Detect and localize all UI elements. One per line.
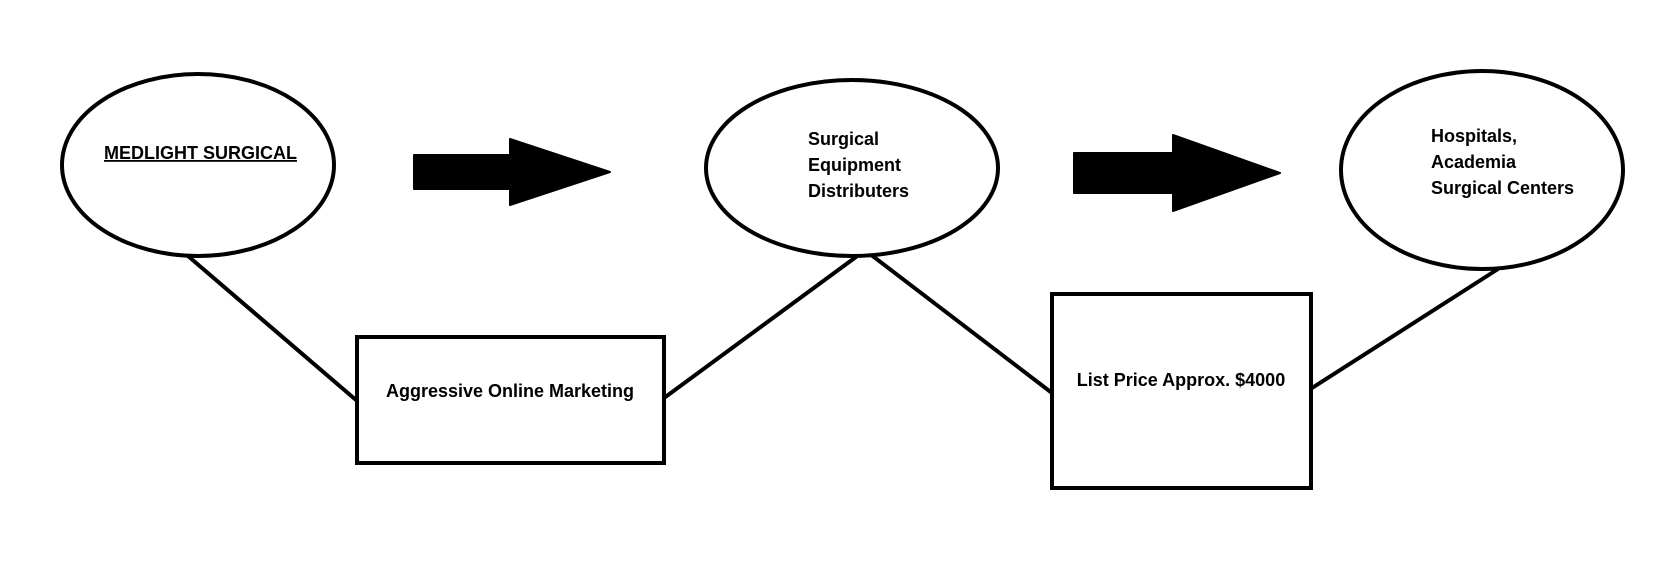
node-distributors: Surgical Equipment Distributers xyxy=(704,78,1000,258)
connector-price-to-customers xyxy=(1310,267,1500,390)
connector-marketing-to-distributors xyxy=(662,252,862,400)
connector-medlight-to-marketing xyxy=(186,254,358,402)
node-customers: Hospitals, Academia Surgical Centers xyxy=(1339,69,1625,271)
node-distributors-ellipse xyxy=(704,78,1000,258)
node-customers-line-1: Hospitals, xyxy=(1431,126,1517,146)
node-distributors-line-2: Equipment xyxy=(808,155,901,175)
node-distributors-line-3: Distributers xyxy=(808,181,909,201)
node-customers-line-3: Surgical Centers xyxy=(1431,178,1574,198)
box-marketing: Aggressive Online Marketing xyxy=(355,335,666,465)
box-marketing-rect xyxy=(355,335,666,465)
node-customers-line-2: Academia xyxy=(1431,152,1517,172)
box-price-rect xyxy=(1050,292,1313,490)
box-marketing-label: Aggressive Online Marketing xyxy=(386,381,634,401)
box-price-label: List Price Approx. $4000 xyxy=(1077,370,1285,390)
node-distributors-line-1: Surgical xyxy=(808,129,879,149)
node-customers-ellipse xyxy=(1339,69,1625,271)
node-medlight-label: MEDLIGHT SURGICAL xyxy=(104,143,297,163)
node-medlight-surgical: MEDLIGHT SURGICAL xyxy=(60,72,336,258)
right-arrow-icon xyxy=(1073,134,1281,212)
node-medlight-ellipse xyxy=(60,72,336,258)
right-arrow-icon xyxy=(413,138,611,206)
box-price: List Price Approx. $4000 xyxy=(1050,292,1313,490)
connector-distributors-to-price xyxy=(868,252,1054,395)
